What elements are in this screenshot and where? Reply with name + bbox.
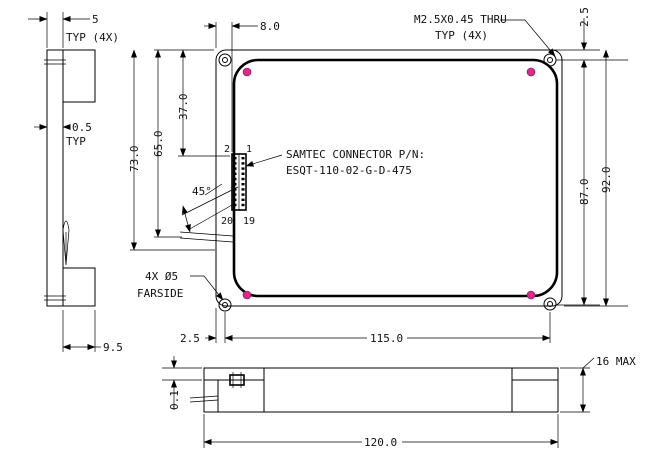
- pin-label-2: 2: [224, 144, 230, 155]
- pin-label-20: 20: [221, 216, 233, 227]
- dim-8-0: 8.0: [260, 20, 280, 33]
- front-view: 2 1 20 19 SAMTEC CONNECTOR P/N: ESQT-110…: [128, 7, 628, 345]
- side-note-typ: TYP: [66, 135, 86, 148]
- side-view-top-flange: [62, 49, 96, 103]
- hole-note-count: 4X Ø5: [145, 270, 178, 283]
- connector-pin: [241, 172, 245, 175]
- side-view-body: [46, 49, 64, 307]
- connector-pn-label: SAMTEC CONNECTOR P/N:: [286, 148, 425, 161]
- dim-120-0: 120.0: [364, 436, 397, 449]
- connector-pin: [233, 188, 237, 191]
- connector-pin: [233, 193, 237, 196]
- dim-87-0: 87.0: [578, 179, 591, 206]
- hole-note-farside: FARSIDE: [137, 287, 183, 300]
- mount-hole-top-left: [218, 53, 232, 67]
- side-view-bottom-flange: [62, 267, 96, 307]
- connector-pin: [233, 177, 237, 181]
- connector-pn-value: ESQT-110-02-G-D-475: [286, 164, 412, 177]
- bottom-view-right-block: [511, 379, 559, 413]
- dim-16-max: 16 MAX: [596, 355, 636, 368]
- bottom-view-base: [203, 367, 559, 413]
- connector-pin: [241, 198, 245, 201]
- dim-73-0: 73.0: [128, 146, 141, 173]
- dim-115-0: 115.0: [370, 332, 403, 345]
- connector-pin: [233, 172, 237, 175]
- connector-pin: [241, 157, 245, 160]
- connector-pin: [241, 188, 245, 191]
- samtec-connector: 2 1 20 19: [221, 144, 255, 227]
- marker-top-left: [242, 67, 252, 77]
- side-view: 5 TYP (4X) 0.5 TYP 9.5: [28, 12, 123, 354]
- angle-45: 45°: [192, 185, 212, 198]
- dim-92-0: 92.0: [600, 167, 613, 194]
- pin-label-1: 1: [246, 144, 252, 155]
- marker-bottom-left: [242, 290, 252, 300]
- mount-hole-bottom-right: [543, 297, 557, 311]
- connector-pin: [241, 167, 245, 170]
- side-dim-0-5: 0.5: [72, 121, 92, 134]
- dim-37-0: 37.0: [177, 94, 190, 121]
- connector-pin: [241, 203, 245, 207]
- connector-pin: [233, 167, 237, 170]
- side-dim-9-5: 9.5: [103, 341, 123, 354]
- connector-pin: [241, 177, 245, 181]
- plate-outline: [215, 49, 563, 307]
- dim-2-5-bottom: 2.5: [180, 332, 200, 345]
- marker-top-right: [526, 67, 536, 77]
- connector-pin: [233, 162, 237, 165]
- dim-0-1: 0.1: [168, 390, 181, 410]
- dim-2-5-top: 2.5: [578, 7, 591, 27]
- pin-label-19: 19: [243, 216, 255, 227]
- side-note-typ-4x: TYP (4X): [66, 31, 119, 44]
- thru-note-typ: TYP (4X): [435, 29, 488, 42]
- connector-pin: [233, 157, 237, 160]
- connector-pin: [233, 203, 237, 207]
- thru-note-size: M2.5X0.45 THRU: [414, 13, 507, 26]
- connector-pin: [233, 198, 237, 201]
- connector-pin: [233, 183, 237, 186]
- side-dim-5: 5: [92, 13, 99, 26]
- mount-hole-top-right: [543, 53, 557, 67]
- connector-pin: [241, 162, 245, 165]
- connector-pin: [241, 193, 245, 196]
- side-view-pin: [62, 220, 70, 266]
- marker-bottom-right: [526, 290, 536, 300]
- dim-65-0: 65.0: [152, 131, 165, 158]
- bottom-view: 0.1 16 MAX 120.0: [162, 355, 636, 449]
- connector-pin: [241, 183, 245, 186]
- plate-inner-window: [232, 58, 559, 298]
- mount-hole-bottom-left: [218, 298, 232, 312]
